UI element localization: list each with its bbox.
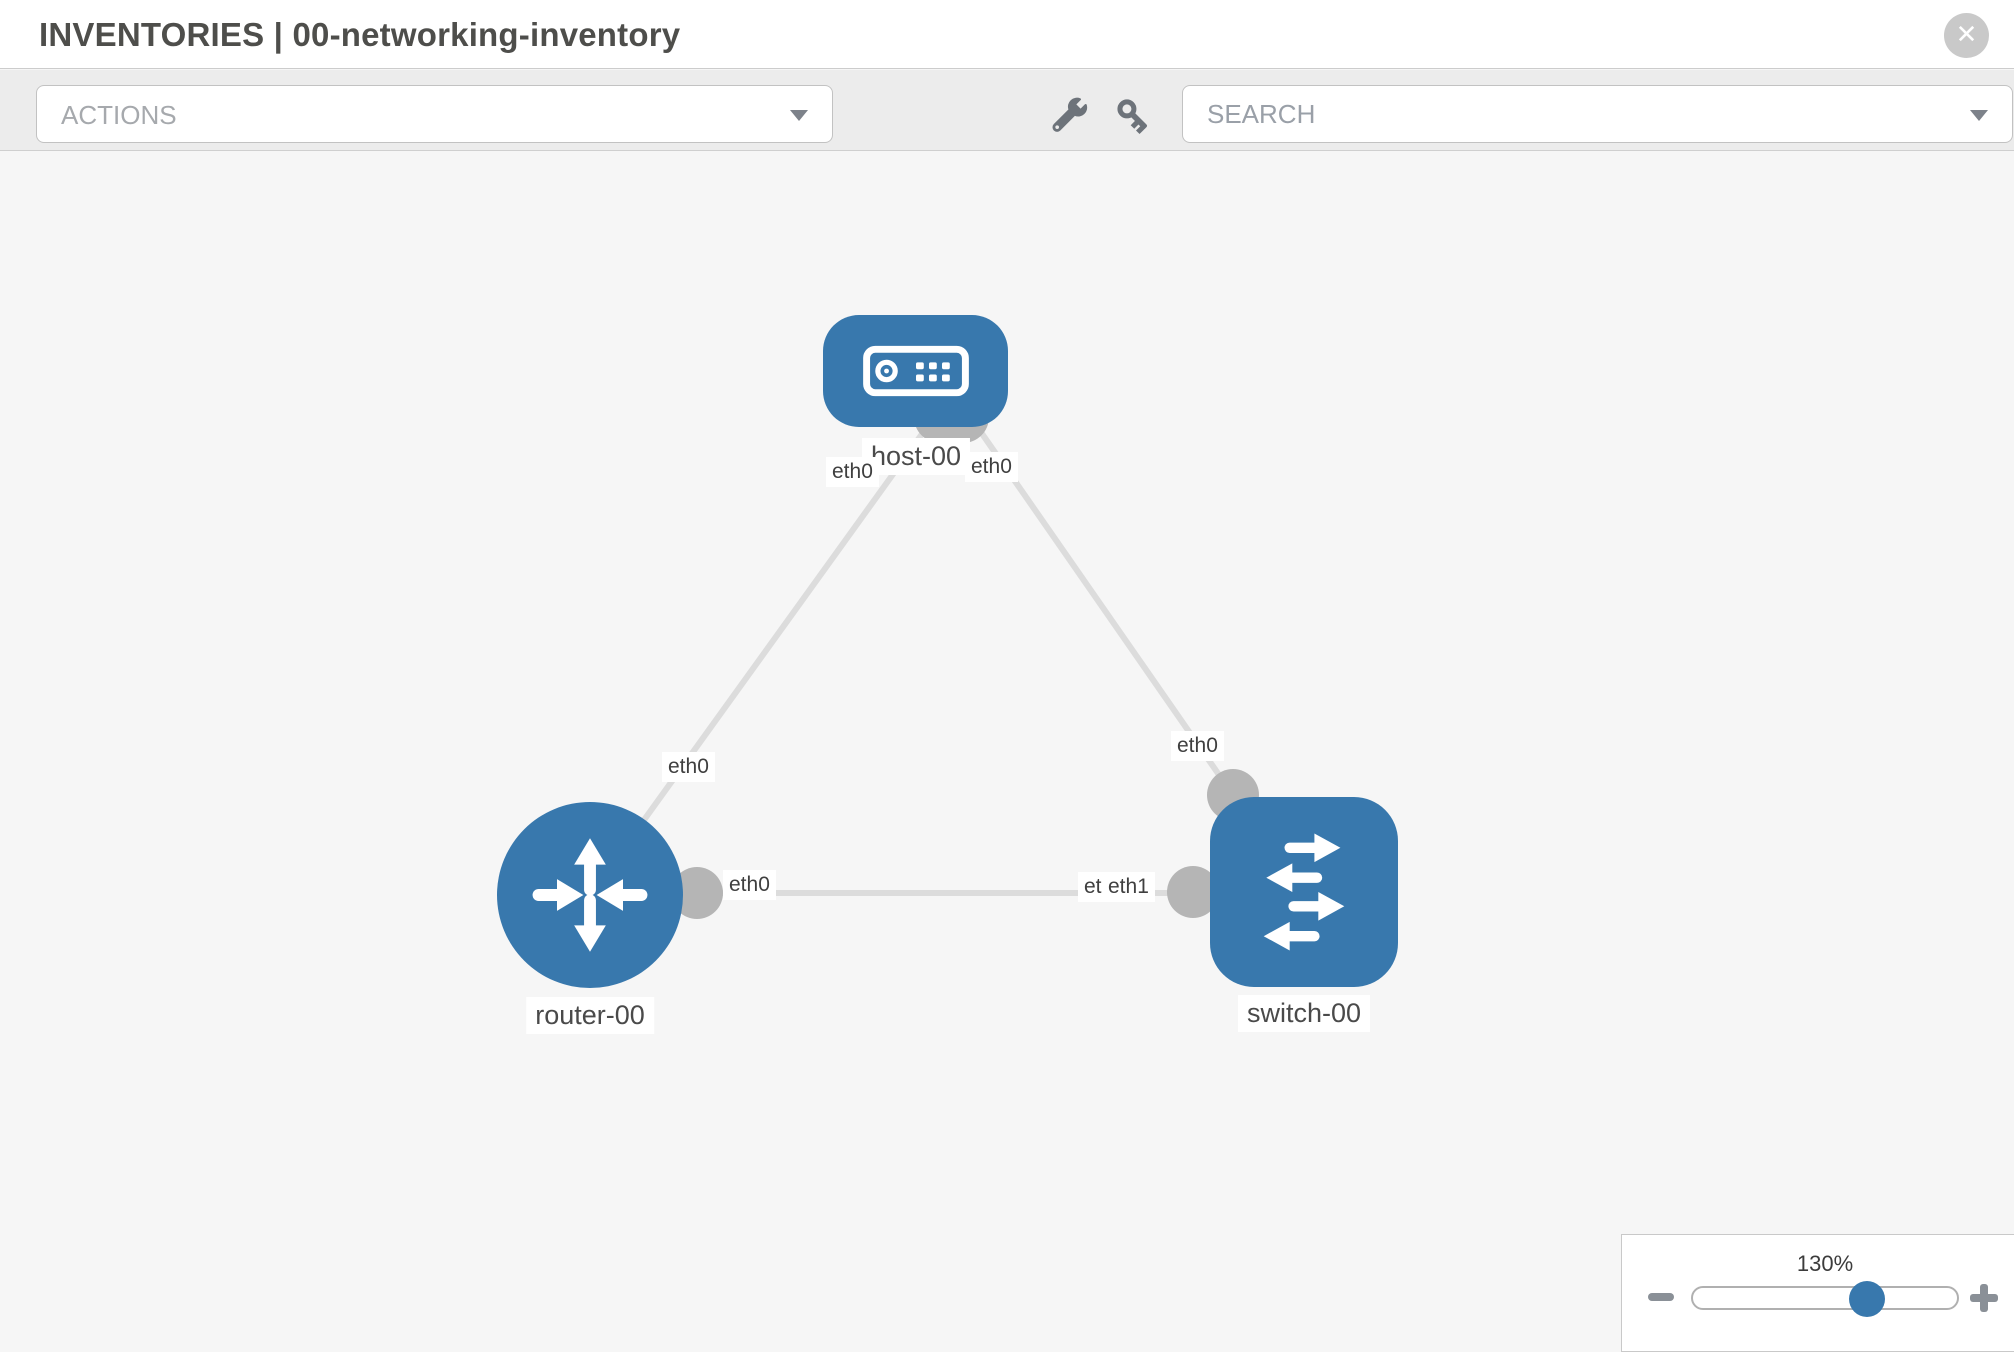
interface-label: eth1 xyxy=(1102,872,1155,903)
zoom-level-label: 130% xyxy=(1796,1251,1854,1276)
switch-icon xyxy=(1263,833,1345,951)
interface-label: eth0 xyxy=(826,457,879,488)
zoom-slider-track[interactable] xyxy=(1691,1281,1959,1317)
wrench-icon xyxy=(1052,97,1088,132)
chevron-down-icon xyxy=(1970,110,1988,121)
actions-label: ACTIONS xyxy=(61,100,177,130)
topology-canvas[interactable]: host-00 router-00 switch-00 eth0 eth0 et… xyxy=(0,152,2014,1352)
node-host[interactable] xyxy=(823,315,1008,427)
node-label-host: host-00 xyxy=(861,438,971,475)
key-icon xyxy=(1117,99,1147,135)
node-label-switch: switch-00 xyxy=(1237,995,1371,1032)
header-bar: INVENTORIES | 00-networking-inventory ✕ xyxy=(0,0,2014,69)
node-switch[interactable] xyxy=(1210,797,1398,987)
interface-label: eth0 xyxy=(1171,731,1224,762)
search-input[interactable] xyxy=(1185,88,1945,140)
router-icon xyxy=(532,838,648,952)
page-title: INVENTORIES | 00-networking-inventory xyxy=(39,16,681,53)
close-button[interactable]: ✕ xyxy=(1944,13,1989,58)
zoom-panel: 130% xyxy=(1621,1234,2014,1352)
node-router[interactable] xyxy=(497,802,683,988)
zoom-in-button[interactable] xyxy=(1970,1284,1998,1312)
chevron-down-icon xyxy=(790,110,808,121)
interface-label: eth0 xyxy=(965,452,1018,483)
interface-label: eth0 xyxy=(723,870,776,901)
server-icon xyxy=(862,345,969,397)
credentials-button[interactable] xyxy=(1114,96,1154,136)
endpoint-dot xyxy=(671,867,723,919)
zoom-slider-knob[interactable] xyxy=(1849,1281,1885,1317)
zoom-out-button[interactable] xyxy=(1648,1293,1674,1301)
search-dropdown[interactable] xyxy=(1182,85,2013,143)
configure-button[interactable] xyxy=(1049,96,1089,136)
toolbar: ACTIONS xyxy=(0,70,2014,151)
actions-dropdown[interactable]: ACTIONS xyxy=(36,85,833,143)
close-icon: ✕ xyxy=(1955,19,1978,50)
interface-label: eth0 xyxy=(662,752,715,783)
endpoint-dot xyxy=(1167,866,1219,918)
link-host-router[interactable] xyxy=(587,400,948,897)
node-label-router: router-00 xyxy=(526,997,654,1034)
